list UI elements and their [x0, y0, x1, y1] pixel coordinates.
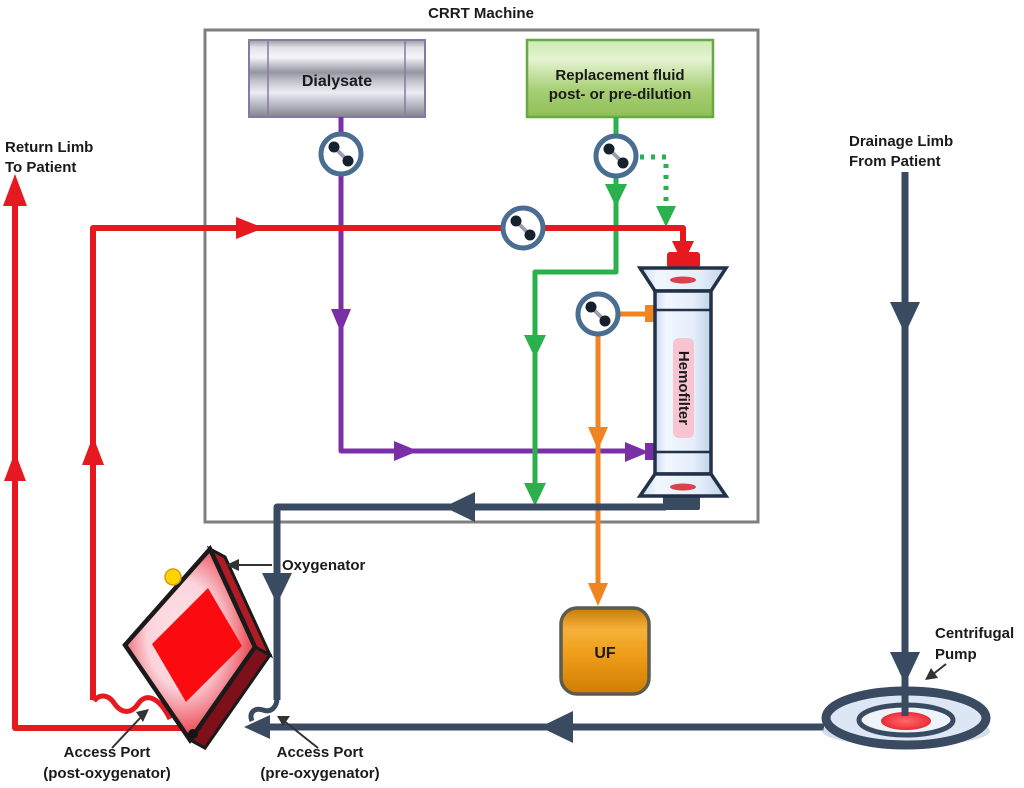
replacement-line-arrows [524, 184, 676, 506]
return-limb-label-line1: Return Limb [5, 139, 93, 156]
centrifugal-pump-label-line1: Centrifugal [935, 625, 1014, 642]
effluent-pump [575, 291, 621, 337]
replacement-fluid-label-line1: Replacement fluid [555, 67, 684, 84]
access-port-pre-squiggle [248, 697, 280, 722]
access-pre-pointer [283, 720, 319, 749]
hemofilter-label-glow [673, 338, 694, 438]
return-blood-arrows [3, 174, 700, 481]
dialysate-bag: Dialysate [248, 39, 426, 118]
drainage-limb-label-line2: From Patient [849, 153, 941, 170]
access-post-pointer [111, 715, 143, 749]
dialysate-label: Dialysate [302, 73, 372, 90]
access-port-post-label-line2: (post-oxygenator) [43, 765, 171, 782]
replacement-fluid-label-line2: post- or pre-dilution [549, 86, 691, 103]
ultrafiltrate-line [595, 311, 645, 586]
centrifugal-pump-label-line2: Pump [935, 646, 977, 663]
uf-collection: UF [559, 606, 651, 696]
replacement-pump [593, 133, 639, 179]
access-port-pre-label-line1: Access Port [277, 744, 364, 761]
hemofilter-label: Hemofilter [675, 351, 692, 425]
oxygenator-yellow-port [164, 568, 182, 586]
label-pointers [111, 559, 947, 749]
replacement-fluid-box: Replacement fluid post- or pre-dilution [525, 38, 715, 119]
blood-pump [500, 205, 546, 251]
oxygenator-bottom-port [188, 729, 198, 739]
oxygenator-core [152, 588, 242, 702]
hemofilter-blood-inlet-cap [667, 252, 700, 268]
hemofilter-return-line [273, 503, 666, 700]
drainage-limb-label-line1: Drainage Limb [849, 133, 953, 150]
access-port-pre-label-line2: (pre-oxygenator) [260, 765, 379, 782]
return-limb-label-line2: To Patient [5, 159, 76, 176]
hemofilter: Hemofilter [636, 266, 730, 498]
access-port-post-squiggle [91, 693, 173, 721]
oxygenator-label: Oxygenator [282, 557, 366, 574]
crrt-machine-title: CRRT Machine [428, 5, 534, 22]
uf-label: UF [594, 645, 616, 662]
oxygenator [122, 544, 274, 750]
replacement-predilution-dotted-line [640, 154, 669, 214]
dialysate-pump [318, 131, 364, 177]
access-port-post-label-line1: Access Port [64, 744, 151, 761]
centrifugal-pump [821, 686, 991, 750]
